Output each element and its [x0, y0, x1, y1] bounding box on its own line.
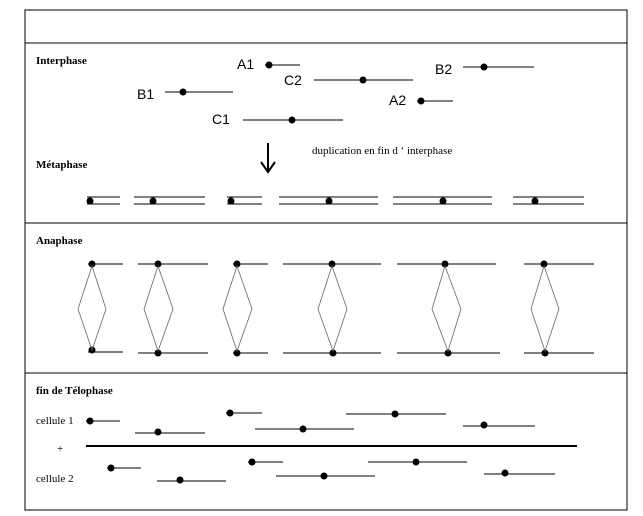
- spindle-1: [77, 264, 107, 352]
- metaphase-centromere-b1: [149, 197, 157, 205]
- anaphase-chromosomes: [77, 260, 594, 357]
- label-c1: C1: [212, 111, 230, 127]
- section-title-telophase: fin de Télophase: [36, 385, 113, 397]
- metaphase-chromosomes: [86, 196, 584, 205]
- centromere-a2: [417, 97, 425, 105]
- interphase-chromosomes: A1 B2 C2 B1 A2 C1: [137, 56, 534, 127]
- label-a2: A2: [389, 92, 406, 108]
- metaphase-centromere-c1: [325, 197, 333, 205]
- centromere-b2: [480, 63, 488, 71]
- label-a1: A1: [237, 56, 254, 72]
- cell2-label: cellule 2: [36, 473, 74, 485]
- centromere-c1: [288, 116, 296, 124]
- section-title-interphase: Interphase: [36, 55, 87, 67]
- label-b2: B2: [435, 61, 452, 77]
- spindle-6: [530, 264, 560, 353]
- arrow-caption: duplication en fin d ‘ interphase: [312, 145, 452, 157]
- cell1-chromosomes: [86, 409, 535, 436]
- spindle-3: [222, 264, 253, 353]
- centromere-a1: [265, 61, 273, 69]
- metaphase-centromere-b2: [531, 197, 539, 205]
- centromere-b1: [179, 88, 187, 96]
- cell2-chromosomes: [107, 458, 555, 484]
- centromere-c2: [359, 76, 367, 84]
- label-b1: B1: [137, 86, 154, 102]
- down-arrow-icon: [260, 143, 276, 174]
- spindle-5: [431, 264, 462, 353]
- metaphase-centromere-a2: [227, 197, 235, 205]
- plus-sign: +: [57, 443, 63, 455]
- cell1-label: cellule 1: [36, 415, 74, 427]
- section-title-metaphase: Métaphase: [36, 159, 87, 171]
- spindle-4: [317, 264, 348, 353]
- metaphase-centromere-a1: [86, 197, 94, 205]
- metaphase-centromere-c2: [439, 197, 447, 205]
- spindle-2: [143, 264, 174, 353]
- section-title-anaphase: Anaphase: [36, 235, 83, 247]
- label-c2: C2: [284, 72, 302, 88]
- diagram-frame: [24, 9, 628, 511]
